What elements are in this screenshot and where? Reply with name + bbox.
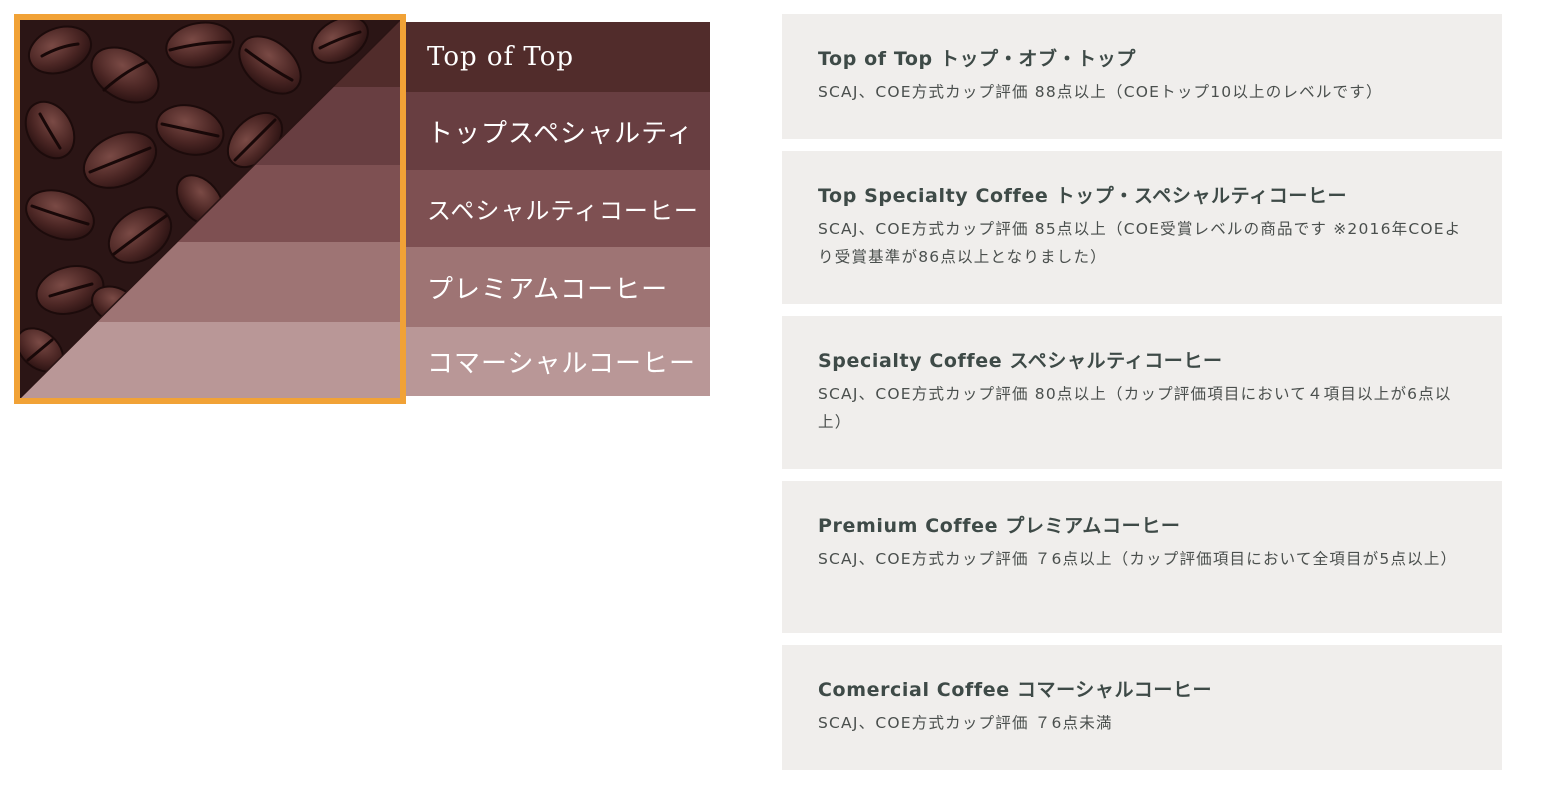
card-title: Comercial Coffee コマーシャルコーヒー — [818, 679, 1213, 701]
coffee-grade-graphic: Top of Top トップスペシャルティ スペシャルティコーヒー プレミアムコ… — [0, 0, 720, 420]
tier-band-specialty: スペシャルティコーヒー — [405, 170, 710, 247]
grade-card-top-specialty: Top Specialty Coffee トップ・スペシャルティコーヒー SCA… — [782, 151, 1502, 304]
tier-band-top-specialty: トップスペシャルティ — [405, 92, 710, 170]
card-description: SCAJ、COE方式カップ評価 88点以上（COEトップ10以上のレベルです） — [818, 83, 1383, 101]
grade-card-commercial: Comercial Coffee コマーシャルコーヒー SCAJ、COE方式カッ… — [782, 645, 1502, 770]
tier-labels: Top of Top トップスペシャルティ スペシャルティコーヒー プレミアムコ… — [405, 22, 710, 396]
card-description: SCAJ、COE方式カップ評価 ７6点以上（カップ評価項目において全項目が5点以… — [818, 550, 1458, 568]
card-title: Top of Top トップ・オブ・トップ — [818, 48, 1136, 70]
tier-label: Top of Top — [427, 42, 575, 72]
tier-band-premium: プレミアムコーヒー — [405, 247, 710, 327]
card-title: Premium Coffee プレミアムコーヒー — [818, 515, 1181, 537]
grade-card-premium: Premium Coffee プレミアムコーヒー SCAJ、COE方式カップ評価… — [782, 481, 1502, 633]
coffee-bean-pyramid-image — [14, 14, 406, 404]
card-description: SCAJ、COE方式カップ評価 85点以上（COE受賞レベルの商品です ※201… — [818, 220, 1462, 266]
tier-label: プレミアムコーヒー — [427, 274, 669, 305]
grade-card-specialty: Specialty Coffee スペシャルティコーヒー SCAJ、COE方式カ… — [782, 316, 1502, 469]
grade-card-top-of-top: Top of Top トップ・オブ・トップ SCAJ、COE方式カップ評価 88… — [782, 14, 1502, 139]
tier-label: トップスペシャルティ — [427, 118, 694, 149]
card-description: SCAJ、COE方式カップ評価 ７6点未満 — [818, 714, 1113, 732]
tier-band-top-of-top: Top of Top — [405, 22, 710, 92]
card-description: SCAJ、COE方式カップ評価 80点以上（カップ評価項目において４項目以上が6… — [818, 385, 1452, 431]
tier-label: スペシャルティコーヒー — [427, 197, 699, 225]
tier-band-commercial: コマーシャルコーヒー — [405, 327, 710, 396]
card-title: Specialty Coffee スペシャルティコーヒー — [818, 350, 1223, 372]
tier-label: コマーシャルコーヒー — [427, 349, 696, 379]
card-title: Top Specialty Coffee トップ・スペシャルティコーヒー — [818, 185, 1348, 207]
